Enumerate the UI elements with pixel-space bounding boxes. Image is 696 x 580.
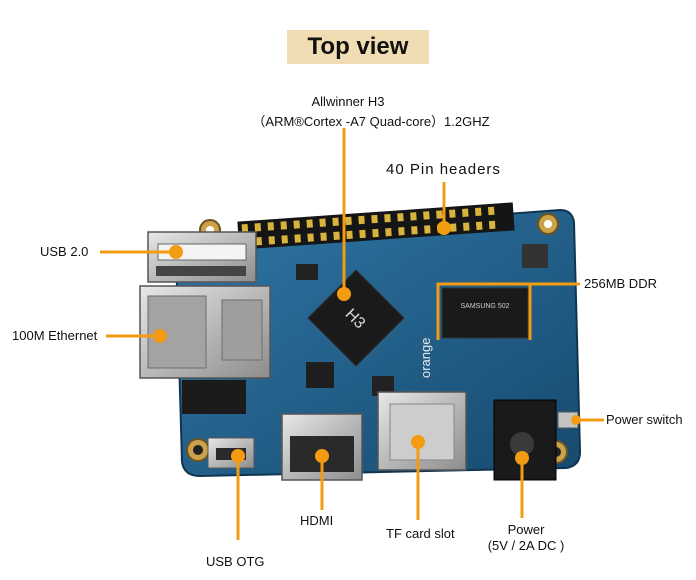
usb2-port <box>147 231 257 283</box>
chip-small-3 <box>306 362 334 388</box>
inductor <box>372 376 394 396</box>
label-power-line1: Power <box>507 522 545 537</box>
label-power-switch: Power switch <box>606 412 683 427</box>
tf-card-slot <box>377 391 467 471</box>
header-small <box>182 380 246 414</box>
label-usb2: USB 2.0 <box>40 244 89 259</box>
label-ddr: 256MB DDR <box>584 276 657 291</box>
chip-small-1 <box>296 264 318 280</box>
label-tf-card: TF card slot <box>386 526 455 541</box>
soc-chip: H3 <box>307 269 405 367</box>
chip-small-2 <box>522 244 548 268</box>
label-power-line2: (5V / 2A DC ) <box>487 538 565 553</box>
label-hdmi: HDMI <box>300 513 334 528</box>
callout-dots <box>153 221 581 465</box>
label-usb-otg: USB OTG <box>206 554 265 569</box>
power-jack <box>493 399 557 481</box>
label-cpu-line1: Allwinner H3 <box>311 94 385 109</box>
ddr-mark: SAMSUNG 502 <box>460 303 509 310</box>
page-title: Top view <box>307 33 409 60</box>
label-pin-headers: 40 Pin headers <box>386 161 501 178</box>
ddr-chip: SAMSUNG 502 <box>441 287 529 339</box>
usb-otg-port <box>207 437 255 469</box>
callout-ddr <box>436 282 532 340</box>
board-brand: orange <box>418 338 433 378</box>
title-box: Top view <box>287 30 429 64</box>
label-ethernet: 100M Ethernet <box>12 328 98 343</box>
label-cpu-line2: （ARM®Cortex -A7 Quad-core）1.2GHZ <box>252 114 490 129</box>
